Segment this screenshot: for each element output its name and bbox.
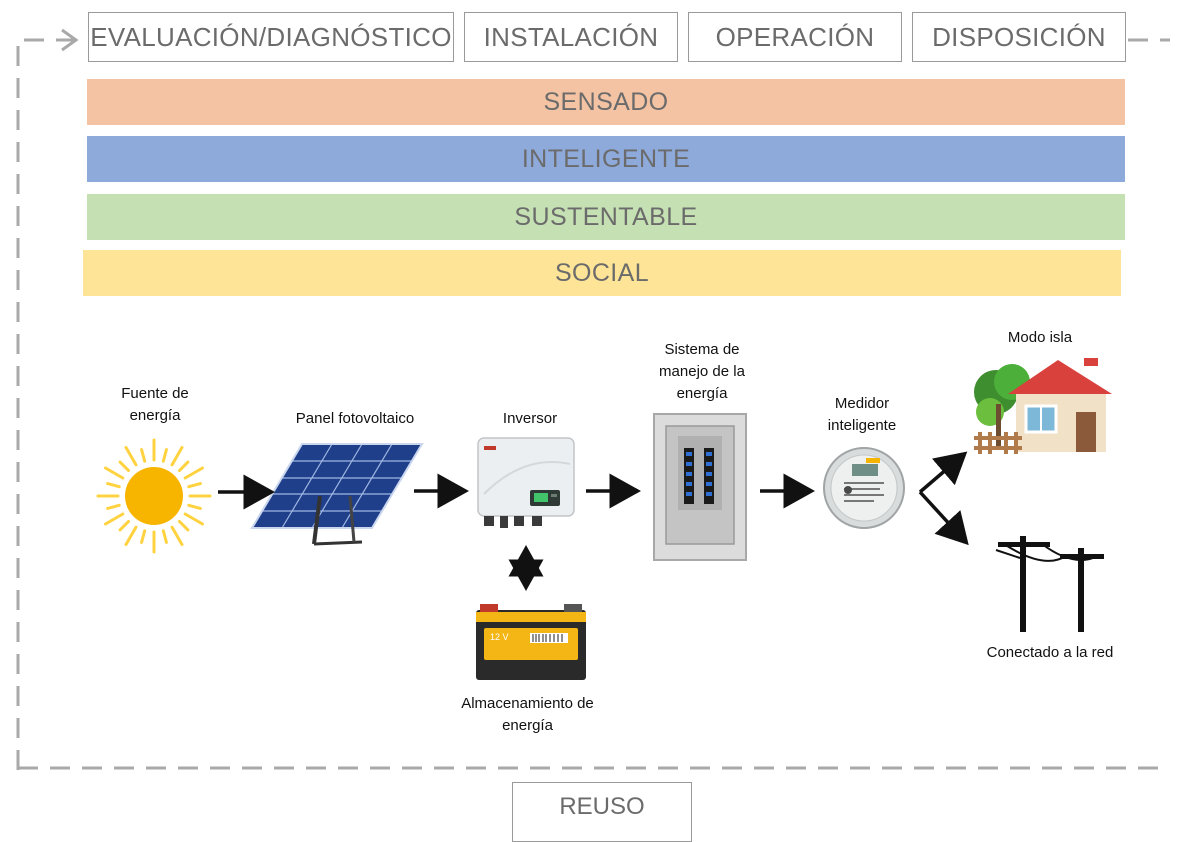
sun-ray xyxy=(124,446,138,467)
sun-ray xyxy=(161,529,168,544)
sun-ray xyxy=(183,466,204,480)
solar-panel-icon xyxy=(250,443,424,546)
utility-pole-icon xyxy=(995,536,1104,632)
battery-icon: 12 V xyxy=(476,604,586,680)
sun-ray xyxy=(187,503,202,510)
sun-ray xyxy=(118,460,131,473)
arrow-meter-to-island xyxy=(918,451,968,494)
band-social: SOCIAL xyxy=(83,250,1121,296)
stage-reuso: REUSO xyxy=(512,782,692,842)
label-almacenamiento: Almacenamiento de energía xyxy=(461,695,594,734)
label-panel: Panel fotovoltaico xyxy=(295,410,415,427)
stage-evaluacion: EVALUACIÓN/DIAGNÓSTICO xyxy=(88,12,454,62)
inverter-icon xyxy=(477,437,575,528)
sun-ray xyxy=(140,529,147,544)
sun-ray xyxy=(104,512,125,526)
sun-ray xyxy=(106,482,121,489)
stage-disposicion: DISPOSICIÓN xyxy=(912,12,1126,62)
arrow-meter-to-grid xyxy=(918,490,969,546)
battery-voltage-label: 12 V xyxy=(490,632,509,642)
sun-ray xyxy=(177,519,190,532)
label-medidor: Medidor inteligente xyxy=(827,395,897,434)
sun-ray xyxy=(104,466,125,480)
stage-operacion: OPERACIÓN xyxy=(688,12,902,62)
label-fuente: Fuente de energía xyxy=(121,385,189,424)
sun-icon xyxy=(96,438,212,554)
sun-ray xyxy=(183,512,204,526)
sun-ray xyxy=(106,503,121,510)
smart-meter-icon xyxy=(823,447,905,529)
label-inversor: Inversor xyxy=(502,410,558,427)
house-icon xyxy=(974,358,1112,454)
sun-ray xyxy=(177,460,190,473)
label-conectado: Conectado a la red xyxy=(986,644,1114,661)
stage-instalacion: INSTALACIÓN xyxy=(464,12,678,62)
sun-ray xyxy=(161,448,168,463)
sun-ray xyxy=(170,446,184,467)
sun-ray xyxy=(124,525,138,546)
band-sustentable: SUSTENTABLE xyxy=(87,194,1125,240)
label-modo-isla: Modo isla xyxy=(1007,329,1073,346)
sun-ray xyxy=(140,448,147,463)
label-sistema: Sistema de manejo de la energía xyxy=(659,341,745,402)
sun-ray xyxy=(187,482,202,489)
electrical-panel-icon xyxy=(653,413,747,561)
band-inteligente: INTELIGENTE xyxy=(87,136,1125,182)
sun-ray xyxy=(170,525,184,546)
band-sensado: SENSADO xyxy=(87,79,1125,125)
sun-ray xyxy=(118,519,131,532)
